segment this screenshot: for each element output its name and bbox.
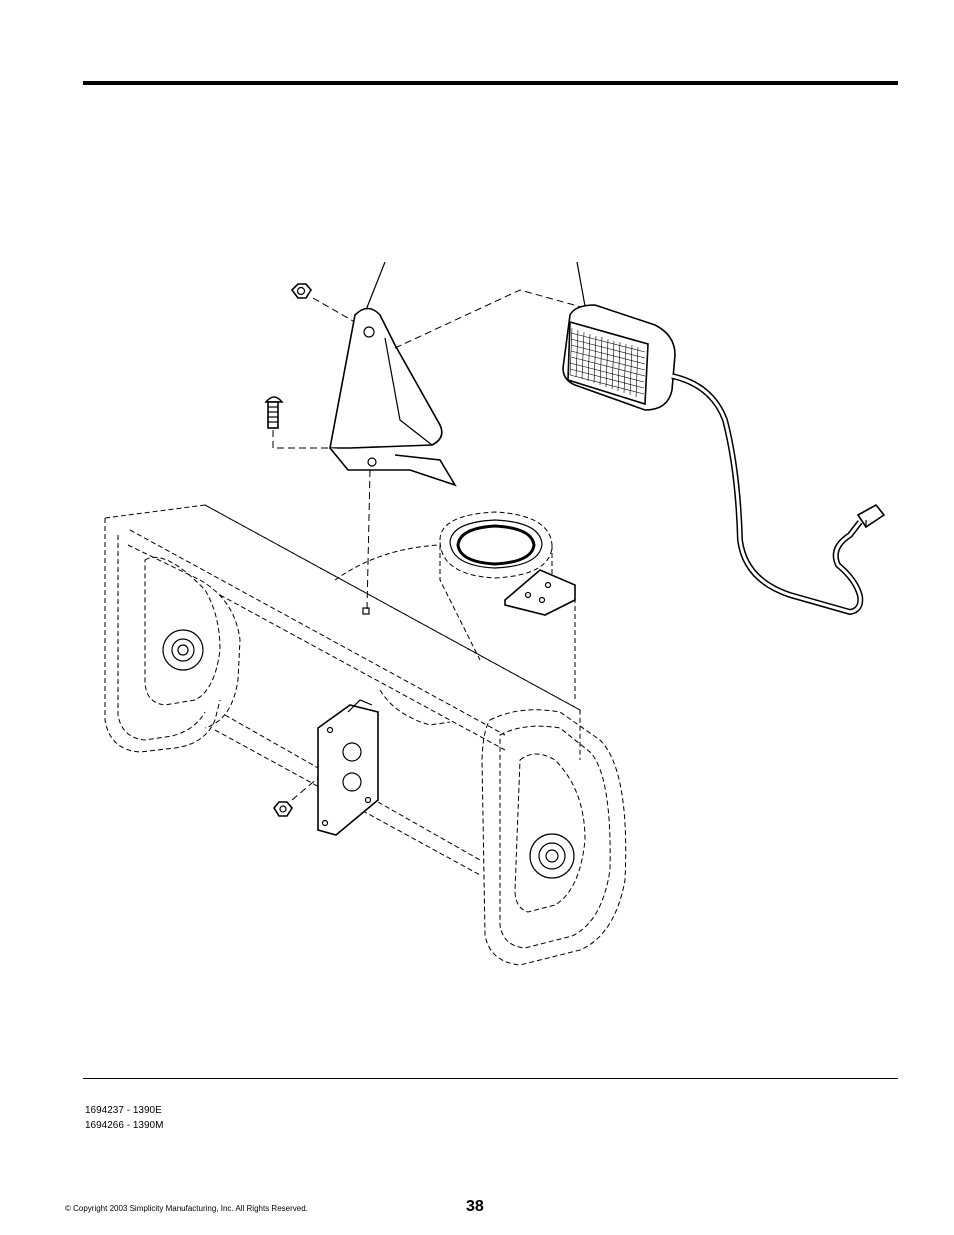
light-assembly-icon [562,304,676,411]
leader-line-bracket [365,261,386,311]
footer-rule [83,1078,898,1079]
mounting-bracket-icon [329,307,457,487]
hex-nut-icon [290,283,312,299]
part-number-line: 1694237 - 1390E [85,1105,162,1116]
copyright-notice: © Copyright 2003 Simplicity Manufacturin… [65,1204,308,1213]
auger-housing-icon [104,504,627,966]
chute-plate-icon [317,699,379,836]
leader-line-light [576,261,586,307]
light-lens-grid [569,327,646,398]
page-number: 38 [466,1198,484,1215]
header-rule [83,81,898,85]
connector-plug-icon [856,503,886,529]
carriage-bolt-icon [264,396,284,429]
hex-nut-lower-icon [273,801,293,817]
light-cable-icon [671,373,864,616]
part-number-line: 1694266 - 1390M [85,1120,164,1131]
part-numbers: 1694237 - 1390E 1694266 - 1390M [85,1103,163,1133]
